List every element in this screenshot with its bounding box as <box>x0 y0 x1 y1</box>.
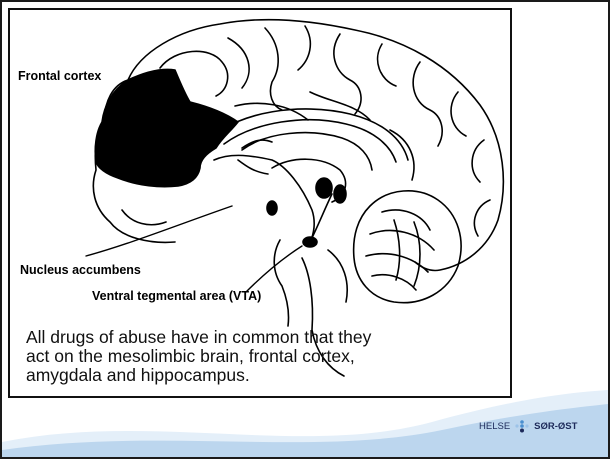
gyrus-fold <box>474 200 490 236</box>
amygdala-blob <box>316 178 332 198</box>
brainstem-front <box>274 240 288 326</box>
figure-panel: Frontal cortex Nucleus accumbens Ventral… <box>8 8 512 398</box>
gyrus-fold <box>298 26 310 70</box>
gyrus-fold <box>413 62 442 146</box>
gyrus-fold <box>122 210 166 225</box>
gyrus-fold <box>378 44 396 86</box>
gyrus-fold <box>472 140 484 182</box>
nucleus-accumbens-leader <box>86 206 232 256</box>
logo-word-sor-ost: SØR-ØST <box>534 421 577 432</box>
label-nucleus-accumbens: Nucleus accumbens <box>20 263 141 277</box>
label-vta: Ventral tegmental area (VTA) <box>92 289 261 303</box>
caption-line-2: act on the mesolimbic brain, frontal cor… <box>26 347 496 366</box>
cerebellum-fold <box>372 275 416 290</box>
cerebellum <box>354 191 461 303</box>
logo-word-helse: HELSE <box>479 421 510 432</box>
caption-line-3: amygdala and hippocampus. <box>26 366 496 385</box>
vta-leader <box>246 246 302 292</box>
gyrus-fold <box>451 92 466 136</box>
cerebellum-fold <box>414 222 420 286</box>
label-frontal-cortex: Frontal cortex <box>18 69 101 83</box>
nucleus-accumbens-blob <box>267 201 277 215</box>
logo-dots-icon <box>514 419 530 433</box>
gyrus-fold <box>228 38 249 88</box>
hippocampus-blob <box>334 185 346 203</box>
cerebellum-fold <box>394 220 400 280</box>
caption-line-1: All drugs of abuse have in common that t… <box>26 328 496 347</box>
pons <box>328 250 347 302</box>
helse-sor-ost-logo: HELSE SØR-ØST <box>479 416 577 436</box>
mesolimbic-pathway <box>214 155 314 242</box>
septal-area <box>238 160 268 174</box>
gyrus-fold <box>265 28 282 110</box>
caption: All drugs of abuse have in common that t… <box>26 328 496 385</box>
fornix <box>242 133 372 170</box>
cerebellum-fold <box>370 231 434 250</box>
cerebellum-fold <box>382 210 430 230</box>
